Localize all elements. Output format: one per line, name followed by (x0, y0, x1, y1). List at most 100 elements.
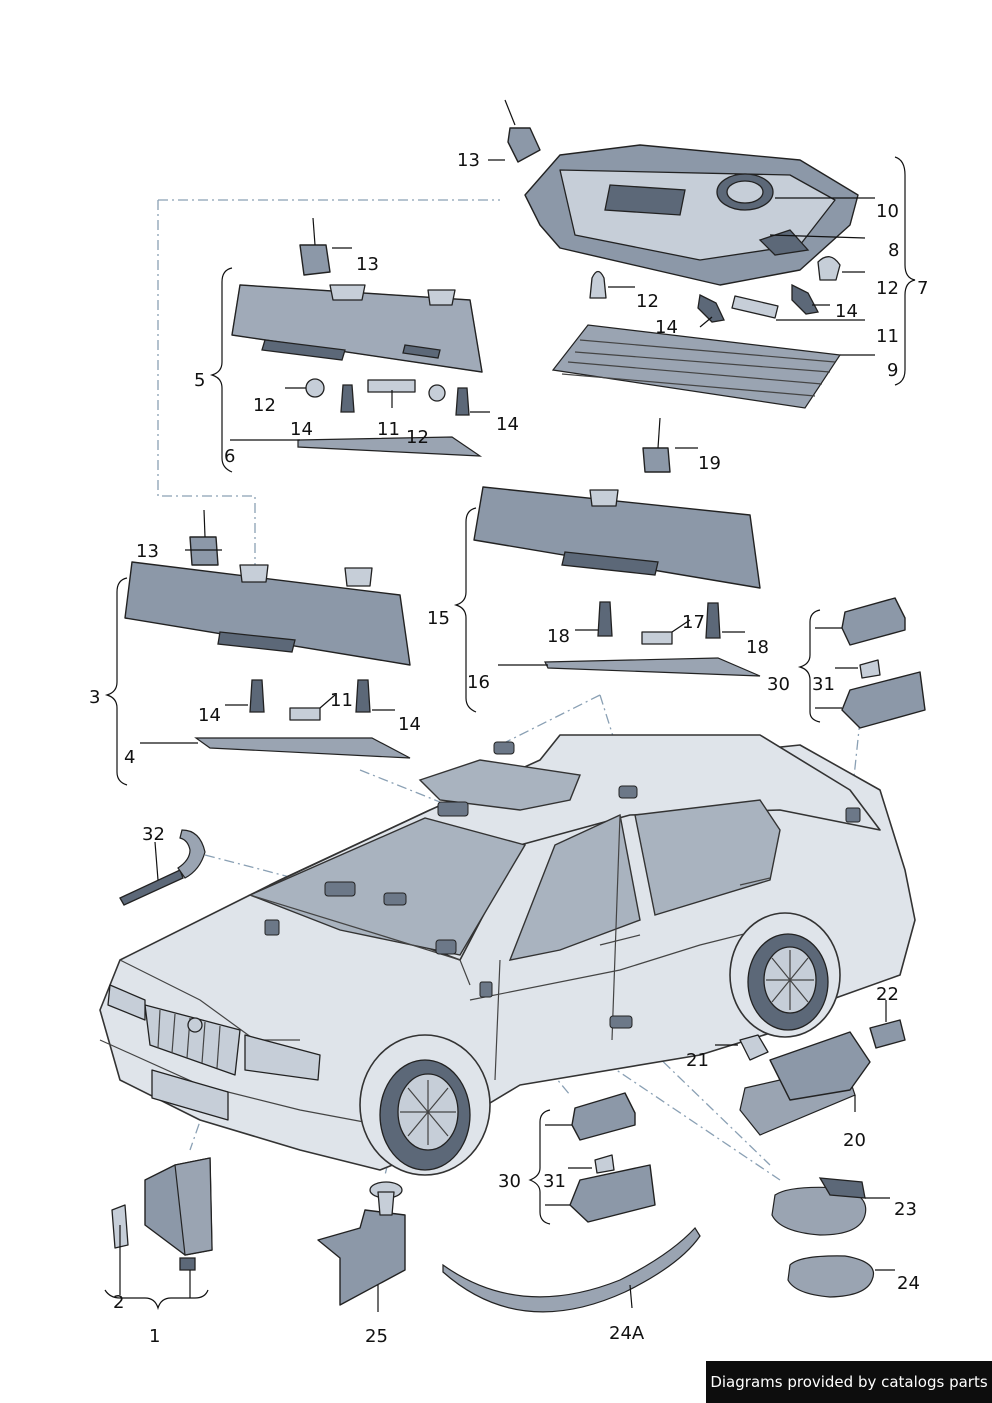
callout-32: 32 (142, 824, 165, 845)
marker-door-front (479, 981, 493, 998)
screw-14-a3-right (355, 679, 371, 713)
marker-roof-front (493, 741, 515, 755)
marker-dash (383, 892, 407, 906)
callout-14: 14 (496, 414, 519, 435)
assembly-30-trunk-light (797, 597, 926, 729)
car-windshield (248, 817, 527, 956)
callout-11: 11 (876, 326, 899, 347)
callout-6: 6 (224, 446, 235, 467)
callout-14: 14 (655, 317, 678, 338)
callout-18: 18 (547, 626, 570, 647)
callout-31: 31 (543, 1171, 566, 1192)
assembly-30-glovebox-light (528, 1092, 656, 1225)
car-grille (144, 1004, 241, 1076)
connector-13-top (507, 127, 541, 163)
screw-18-left (597, 601, 613, 637)
assembly-15-interior-light (453, 417, 761, 713)
screw-14-left (697, 294, 725, 323)
callout-13: 13 (136, 541, 159, 562)
callout-15: 15 (427, 608, 450, 629)
marker-windshield (324, 881, 356, 897)
lens-6 (297, 436, 483, 457)
car-badge (187, 1017, 203, 1033)
callout-2: 2 (113, 1292, 124, 1313)
screw-18-right (705, 602, 721, 639)
callout-23: 23 (894, 1199, 917, 1220)
callout-12: 12 (406, 427, 429, 448)
bulb-21 (739, 1034, 769, 1061)
callout-10: 10 (876, 201, 899, 222)
callout-13: 13 (356, 254, 379, 275)
callout-13: 13 (457, 150, 480, 171)
bulb-12-left (589, 270, 607, 299)
callout-19: 19 (698, 453, 721, 474)
callout-24: 24 (897, 1273, 920, 1294)
lens-16 (544, 657, 761, 677)
credit-banner: Diagrams provided by catalogs parts (706, 1361, 992, 1403)
car-illustration (99, 734, 916, 1176)
car-headlight-left (107, 984, 146, 1021)
bulb-12-a5-left (305, 378, 325, 398)
bulb-12-right (817, 256, 841, 281)
callout-5: 5 (194, 370, 205, 391)
bulb-31-lower (594, 1154, 615, 1174)
lens-9 (551, 324, 842, 409)
bottom-parts (104, 829, 906, 1313)
switch-25 (317, 1209, 406, 1306)
car-sunroof (418, 759, 581, 811)
assembly-3-interior-light (104, 509, 411, 786)
callout-12: 12 (253, 395, 276, 416)
socket-31-upper (841, 671, 926, 729)
callout-22: 22 (876, 984, 899, 1005)
callout-12: 12 (636, 291, 659, 312)
housing-3 (124, 561, 411, 666)
cable-32 (119, 869, 184, 906)
callout-11: 11 (330, 690, 353, 711)
connector-22 (869, 1019, 906, 1049)
callout-25: 25 (365, 1326, 388, 1347)
callout-14: 14 (835, 301, 858, 322)
callout-1: 1 (149, 1326, 160, 1347)
marker-roof-rear (618, 785, 638, 799)
housing-15 (473, 486, 761, 589)
callout-30: 30 (498, 1171, 521, 1192)
callout-31: 31 (812, 674, 835, 695)
lens-24 (787, 1255, 874, 1298)
screw-14-a5-right (455, 387, 470, 416)
trim-24A (442, 1227, 701, 1313)
housing-30-upper (841, 597, 906, 646)
callout-7: 7 (917, 278, 928, 299)
festoon-11 (731, 295, 779, 319)
marker-trunk (845, 807, 861, 823)
connector-19 (642, 447, 671, 473)
marker-glovebox (435, 939, 457, 955)
screw-14-right (791, 283, 819, 315)
festoon-11-a5 (367, 379, 416, 393)
connector-13-assembly5 (299, 244, 331, 276)
festoon-17 (641, 631, 673, 645)
callout-16: 16 (467, 672, 490, 693)
lamp-32 (177, 829, 206, 879)
connector-13-assembly3 (189, 536, 219, 566)
lens-4 (194, 737, 411, 759)
credit-text: Diagrams provided by catalogs parts (710, 1373, 988, 1391)
marker-hood (264, 919, 280, 936)
screw-14-a5-left (340, 384, 355, 413)
callout-24A: 24A (609, 1323, 645, 1344)
screw-14-a3-left (249, 679, 265, 713)
callout-12: 12 (876, 278, 899, 299)
housing-20 (769, 1031, 871, 1101)
callout-3: 3 (89, 687, 100, 708)
callout-numbers: 13 10 8 12 7 12 14 14 11 9 13 5 12 14 14… (89, 150, 928, 1347)
callout-20: 20 (843, 1130, 866, 1151)
assembly-5-interior-light (209, 217, 490, 473)
callout-8: 8 (888, 240, 899, 261)
callout-14: 14 (198, 705, 221, 726)
car-license-plate (151, 1069, 229, 1121)
bulb-12-a5-right (428, 384, 446, 402)
housing-30-lower (571, 1092, 636, 1141)
car-rear-side-window (634, 799, 781, 916)
festoon-11-a3 (289, 707, 321, 721)
marker-sunroof (437, 801, 469, 817)
